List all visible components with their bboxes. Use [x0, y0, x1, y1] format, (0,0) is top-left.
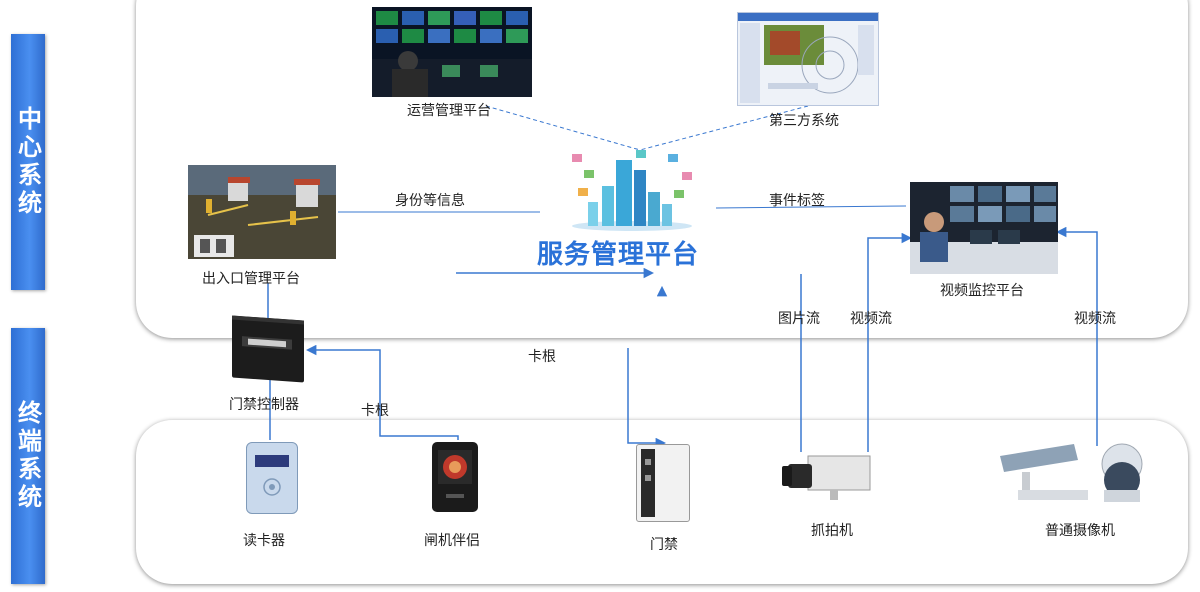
arrow-to-door-access: [627, 348, 667, 449]
ops-platform-image: [372, 7, 532, 97]
arrow-gate-to-controller: [305, 344, 459, 440]
flow-label-image-stream: 图片流: [778, 311, 820, 327]
face-terminal-icon: [438, 450, 472, 498]
video-monitor-label: 视频监控平台: [940, 283, 1024, 299]
box-camera-icon: [782, 455, 871, 500]
capture-camera-image: [782, 448, 878, 504]
flow-label-identity-info: 身份等信息: [395, 193, 465, 209]
tier-label-center: 中心系统: [11, 34, 45, 290]
parking-gate-icon: [188, 165, 336, 259]
parking-platform-label: 出入口管理平台: [202, 271, 300, 287]
arrow-video-stream-2: [1055, 226, 1098, 446]
smart-city-icon: [572, 150, 692, 231]
arrow-video-stream-1: [867, 232, 913, 452]
card-reader-label: 读卡器: [243, 533, 285, 549]
monitoring-room-icon: [910, 186, 1058, 274]
third-party-image: [737, 12, 879, 106]
ptz-camera-image: [994, 440, 1154, 510]
flow-label-record-2: 卡根: [361, 403, 389, 419]
tier-label-terminal: 终端系统: [11, 328, 45, 584]
capture-camera-label: 抓拍机: [811, 523, 853, 539]
software-window-icon: [738, 13, 878, 103]
controller-box-icon: [232, 315, 304, 350]
card-reader-icon: [255, 455, 289, 496]
dome-camera-icon: [1000, 443, 1143, 502]
ops-platform-label: 运营管理平台: [407, 103, 491, 119]
door-access-image: [636, 444, 690, 522]
door-controller-label: 门禁控制器: [229, 397, 299, 413]
third-party-label: 第三方系统: [769, 113, 839, 129]
flow-label-event-tag: 事件标签: [769, 193, 825, 209]
ptz-camera-label: 普通摄像机: [1045, 523, 1115, 539]
dashed-line-third-party: [639, 105, 809, 151]
flow-label-video-stream-2: 视频流: [1074, 311, 1116, 327]
card-reader-image: [246, 442, 298, 514]
dashed-line-ops: [485, 105, 641, 151]
door-access-label: 门禁: [650, 537, 678, 553]
video-monitor-image: [910, 182, 1058, 274]
door-controller-image: [232, 315, 304, 383]
platform-graphic: [558, 146, 706, 232]
control-room-screens-icon: [372, 11, 532, 97]
flow-label-record-1: 卡根: [528, 349, 556, 365]
line-event-tag: [715, 205, 907, 209]
door-panel-icon: [641, 449, 655, 517]
flow-label-video-stream-1: 视频流: [850, 311, 892, 327]
gate-companion-image: [432, 442, 478, 512]
platform-title: 服务管理平台: [537, 240, 700, 270]
gate-companion-label: 闸机伴侣: [424, 533, 480, 549]
parking-platform-image: [188, 165, 336, 259]
